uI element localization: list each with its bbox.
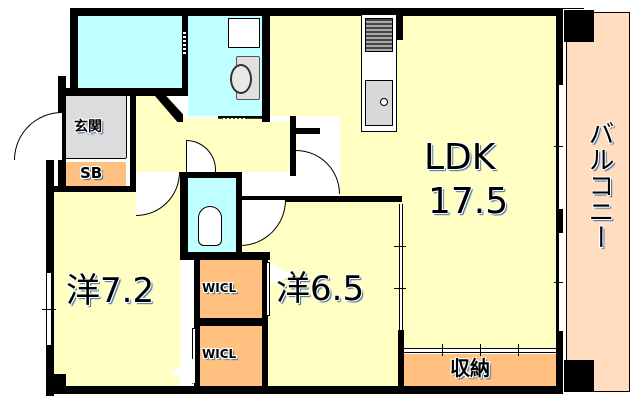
wicl1-label: WICL [202,281,237,295]
wicl-divider [194,318,268,326]
western1-corner [54,374,66,386]
door-tick [480,344,481,356]
entrance-wall-right [130,96,136,186]
entrance-step-line [126,96,129,158]
ldk-label: LDK [424,137,496,178]
ldk-room[interactable] [270,16,556,116]
balcony[interactable] [563,9,633,395]
toilet-wall-right [236,172,242,260]
ldk-door[interactable] [296,150,340,194]
wicl2-door[interactable] [192,328,196,384]
outer-wall-top [70,8,570,16]
western2-label: 洋6.5 [276,269,365,309]
window-tick [554,146,568,147]
balcony-column-bottom [564,360,594,392]
toilet-wall-top [180,172,242,178]
washroom-wall-right [262,16,270,124]
western1-label: 洋7.2 [66,271,155,311]
shoebox-divider [66,158,126,162]
western2-sliding-door[interactable] [399,204,403,330]
shoebox-wall-bottom [54,186,136,192]
shoebox[interactable] [66,162,126,186]
outer-wall-left-entrance [58,76,66,186]
basin-bowl-icon [230,64,252,94]
wicl1[interactable] [200,260,262,318]
balcony-label: バルコニー [584,120,614,250]
wicl2[interactable] [200,326,262,386]
bathroom-wall-right [182,16,188,96]
storage-label: 収納 [450,356,490,380]
toilet-wall-left [180,172,188,260]
ldk-room-lower[interactable] [400,116,556,350]
toilet-wall-bottom [180,252,270,260]
kitchen-wall-stub [397,16,403,40]
outer-wall-left-upper [70,8,78,98]
storage[interactable] [404,354,556,386]
door-tick [394,288,406,289]
wicl2-label: WICL [202,347,237,361]
western2-wall-top [240,196,402,202]
toilet-bowl-icon [198,206,222,246]
front-door[interactable] [14,112,62,160]
balcony-column-top [564,10,594,42]
bath-sliding-door[interactable] [183,30,186,56]
entrance-label: 玄関 [74,119,102,135]
western2-wall-right [398,330,404,390]
western1-room[interactable] [54,192,180,386]
window-tick [554,282,568,283]
balcony-window-upper[interactable] [558,84,564,210]
door-tick [518,344,519,356]
bathroom [78,16,182,88]
wicl1-door[interactable] [266,262,270,316]
entrance-wall-top [58,88,138,96]
hallway-wall-right [290,116,296,176]
sink-drain-icon [380,98,388,106]
window-tick [42,309,56,310]
shoebox-label: SB [80,164,103,182]
door-tick [394,246,406,247]
washing-machine-icon [228,18,260,48]
hallway-wall-stub [290,128,320,134]
ldk-size-label: 17.5 [428,181,509,222]
stove-icon [365,18,393,52]
door-tick [442,344,443,356]
entrance[interactable] [66,96,126,158]
sink-icon [365,80,393,126]
outer-wall-bottom [46,386,566,394]
